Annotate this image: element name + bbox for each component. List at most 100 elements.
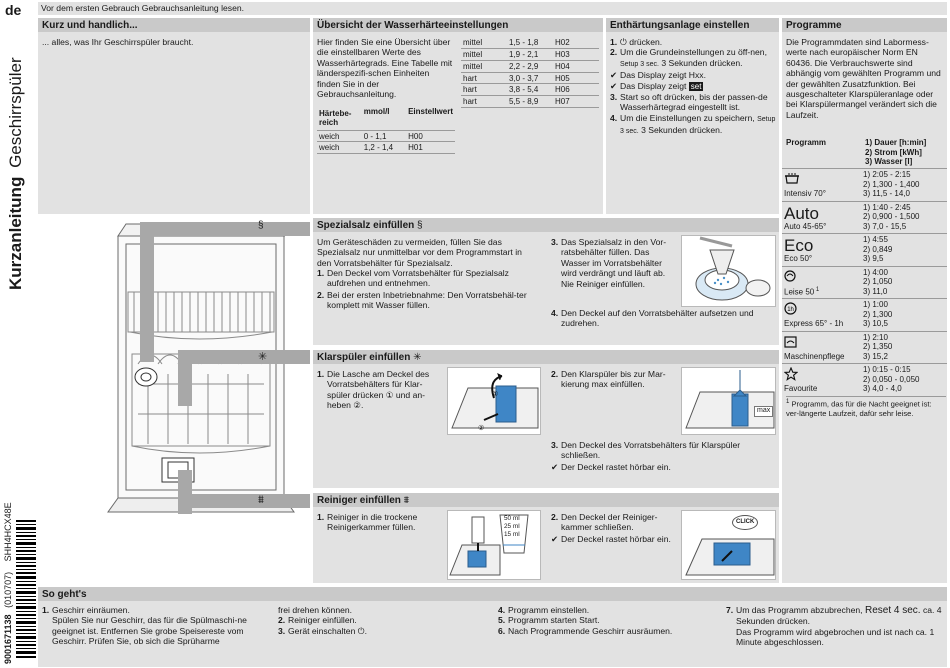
salt-icon: §	[417, 220, 423, 231]
hardness-table-left: Härtebe-reich mmol/l Einstellwert weich …	[317, 106, 455, 154]
sogehts-col2: frei drehen können. 2. Reiniger einfülle…	[278, 605, 488, 636]
rein-steps-left: 1.Reiniger in die trockene Reinigerkamme…	[317, 512, 445, 534]
sogehts-step7-rest: ca. 4 Sekunden drücken.	[736, 605, 942, 627]
uebersicht-title: Übersicht der Wasserhärteeinstellungen	[313, 18, 603, 32]
program-value: 2) 1,050	[863, 277, 893, 287]
table-cell: 5,5 - 8,9	[507, 95, 553, 108]
list-item: 3.Den Deckel des Vorratsbehälters für Kl…	[551, 440, 741, 461]
table-head-cell: Härtebe-reich	[317, 106, 362, 131]
svg-text:②: ②	[478, 424, 484, 432]
detergent-icon-bar: ⩩	[258, 494, 264, 506]
salz-step1: Den Deckel vom Vorratsbehälter für Spezi…	[327, 268, 509, 289]
one-hour-icon: 1h	[784, 302, 797, 317]
sogehts-col1: 1. Geschirr einräumen. Spülen Sie nur Ge…	[42, 605, 270, 647]
list-item: ✔Der Deckel rastet hörbar ein.	[551, 534, 679, 544]
salz-steps-right-2: 4.Den Deckel auf den Vorratsbehälter auf…	[551, 308, 777, 330]
enth-check1: Das Display zeigt Hxx.	[620, 70, 706, 81]
table-cell: mittel	[461, 37, 507, 49]
table-cell: 1,2 - 1,4	[361, 141, 407, 154]
salz-text: Um Geräteschäden zu vermeiden, füllen Si…	[317, 237, 522, 268]
program-name: Express 65° - 1h	[784, 319, 844, 328]
list-item: ✔Der Deckel rastet hörbar ein.	[551, 462, 777, 472]
footnote-mark: 1	[786, 399, 790, 405]
table-row: Härtebe-reich mmol/l Einstellwert	[317, 106, 455, 131]
side-title: Kurzanleitung Geschirrspüler	[6, 57, 26, 290]
list-item: 1.Reiniger in die trockene Reinigerkamme…	[317, 512, 418, 533]
rein-steps-right: 2.Den Deckel der Reiniger-kammer schließ…	[551, 512, 679, 545]
klar-check3: Der Deckel rastet hörbar ein.	[561, 461, 671, 472]
measure-15ml: 15 ml	[504, 531, 520, 538]
enth-step2: Um die Grundeinstellungen zu öff-nen,	[620, 47, 767, 58]
panel-sogehts: So geht's 1. Geschirr einräumen. Spülen …	[38, 587, 947, 667]
salz-title: Spezialsalz einfüllen	[317, 220, 415, 231]
detergent-close-image: CLICK	[681, 510, 776, 580]
setup-key-label: Setup 3 sec.	[620, 60, 659, 68]
program-name: Intensiv 70°	[784, 189, 826, 198]
footnote: 1 Programm, das für die Nacht geeignet i…	[786, 396, 946, 418]
program-value: 1) 2:05 - 2:15	[863, 170, 911, 179]
program-name: Eco 50°	[784, 254, 813, 263]
program-value: 3) 10,5	[863, 319, 888, 329]
sogehts-col4: 7. Um das Programm abzubrechen, Reset 4 …	[726, 605, 944, 648]
step-number: 6.	[498, 625, 506, 636]
list-item: 4.Den Deckel auf den Vorratsbehälter auf…	[551, 308, 754, 329]
salz-title-bar: Spezialsalz einfüllen §	[313, 218, 779, 232]
klar-title-bar: Klarspüler einfüllen ✳	[313, 350, 779, 364]
panel-uebersicht: Übersicht der Wasserhärteeinstellungen H…	[313, 18, 603, 214]
rinse-fill-image: max	[681, 367, 776, 435]
display-set: set	[688, 81, 704, 91]
program-col1-head: Programm	[786, 138, 827, 147]
step-number: 3.	[278, 625, 286, 636]
sogehts-step1-cont: frei drehen können.	[278, 605, 353, 615]
side-model: SHH4HCX48E	[3, 502, 13, 562]
panel-kurz: Kurz und handlich... ... alles, was Ihr …	[38, 18, 310, 214]
circle-two-icon: ②	[353, 400, 362, 411]
klar-step1: Die Lasche am Deckel des Vorratsbehälter…	[327, 369, 430, 400]
program-value: 2) 1,300 - 1,400	[863, 179, 920, 189]
program-value: 1) 1:40 - 2:45	[863, 202, 911, 212]
connector-band-salt-v	[140, 222, 154, 362]
power-icon: ⏻	[620, 37, 627, 47]
step-number: 2.	[610, 47, 618, 58]
program-col2-head: 1) Dauer [h:min] 2) Strom [kWh] 3) Wasse…	[865, 138, 926, 167]
uebersicht-text: Hier finden Sie eine Übersicht über die …	[317, 37, 453, 100]
klar-step3: Den Deckel des Vorratsbehälters für Klar…	[561, 440, 741, 461]
table-cell: 1,9 - 2,1	[507, 48, 553, 61]
salz-step2: Bei der ersten Inbetriebnahme: Den Vorra…	[327, 289, 527, 311]
table-row: weich 0 - 1,1 H00	[317, 130, 455, 143]
program-value: 1) 2:10	[863, 332, 888, 342]
table-cell: 3,8 - 5,4	[507, 83, 553, 96]
program-name: Leise 50 1	[784, 286, 820, 297]
detergent-icon: ⩩	[403, 495, 410, 506]
list-item: 2.Bei der ersten Inbetriebnahme: Den Vor…	[317, 289, 527, 311]
table-cell: 3,0 - 3,7	[507, 72, 553, 85]
program-value: 2) 0,050 - 0,050	[863, 374, 920, 384]
salt-icon-bar: §	[258, 220, 264, 231]
check-icon: ✔	[551, 533, 559, 544]
sogehts-step7-detail: Das Programm wird abgebrochen und ist na…	[736, 626, 935, 648]
step-number: 4.	[610, 112, 618, 123]
program-value: 3) 11,0	[863, 286, 888, 296]
side-date: (010707)	[3, 571, 13, 608]
svg-text:1h: 1h	[787, 307, 794, 313]
side-title-light: Geschirrspüler	[6, 57, 25, 168]
detergent-fill-image: 50 ml 25 ml 15 ml	[447, 510, 541, 580]
panel-salz: Spezialsalz einfüllen § § Um Geräteschäd…	[258, 218, 779, 345]
rein-title: Reiniger einfüllen	[317, 495, 401, 506]
sogehts-step4: Programm einstellen.	[508, 605, 590, 615]
klar-steps-right: 2.Den Klarspüler bis zur Mar-kierung max…	[551, 369, 679, 391]
program-value: 1) 4:55	[863, 235, 888, 244]
list-item: 1.Die Lasche am Deckel des Vorratsbehält…	[317, 369, 430, 411]
language-code: de	[5, 2, 22, 18]
enth-steps: 1. ⏻ drücken. 2. Um die Grundeinstellung…	[610, 37, 776, 138]
program-value: 2) 1,300	[863, 309, 893, 319]
table-cell: H05	[553, 72, 599, 85]
table-cell: H00	[406, 130, 455, 143]
program-value: 1) 1:00	[863, 300, 888, 309]
